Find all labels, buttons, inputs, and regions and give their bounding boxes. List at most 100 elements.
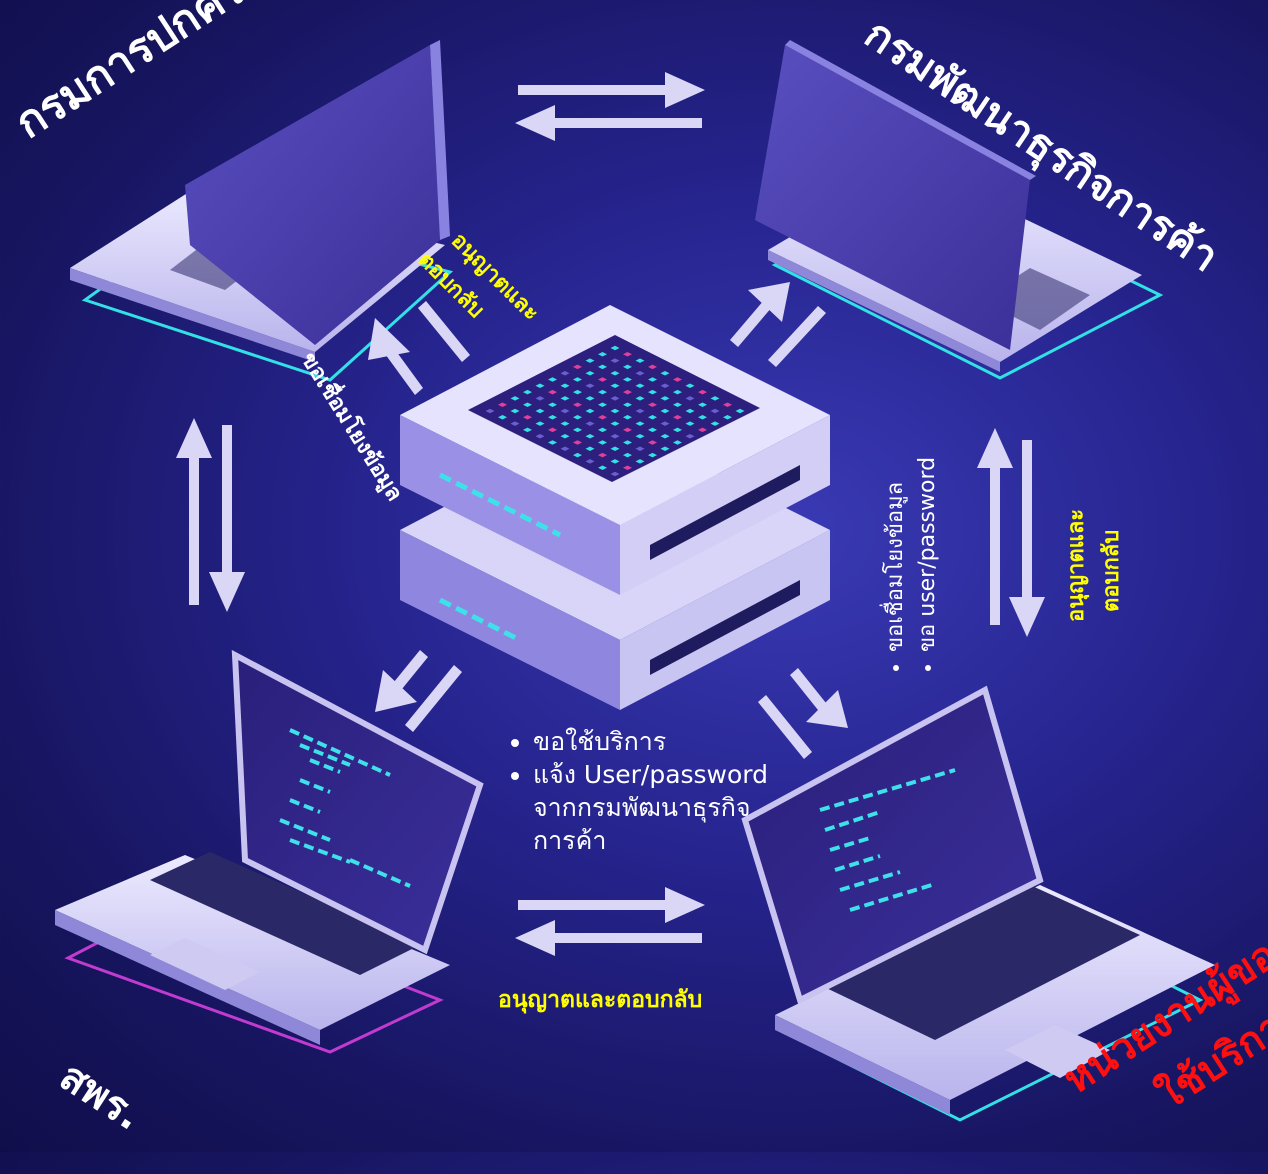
server-led bbox=[510, 396, 520, 401]
right-request-item-2: ขอ user/password bbox=[912, 457, 944, 652]
server-led bbox=[648, 402, 657, 407]
arrows bbox=[176, 72, 1045, 956]
server-led bbox=[573, 389, 582, 395]
arrow-server-to-bottomleft bbox=[375, 650, 428, 712]
server-led bbox=[623, 415, 632, 420]
server-led bbox=[648, 364, 657, 370]
server-led bbox=[710, 408, 720, 414]
server-led bbox=[635, 396, 645, 401]
server-led bbox=[623, 352, 632, 357]
server-led bbox=[698, 389, 707, 395]
server-led bbox=[723, 402, 732, 407]
server-led bbox=[523, 415, 532, 420]
server-stack bbox=[400, 305, 830, 710]
label-right-approve-line2: ตอบกลับ bbox=[1099, 529, 1124, 612]
server-led bbox=[560, 408, 570, 414]
server-led bbox=[485, 408, 495, 414]
server-led bbox=[548, 402, 557, 407]
server-led bbox=[585, 358, 595, 363]
server-led bbox=[610, 345, 620, 351]
server-led bbox=[648, 415, 657, 420]
bottom-request-list: ขอใช้บริการ แจ้ง User/password จากกรมพัฒ… bbox=[495, 725, 775, 857]
server-led bbox=[623, 465, 632, 470]
server-led bbox=[523, 427, 532, 433]
server-led bbox=[610, 421, 620, 426]
server-led bbox=[510, 421, 520, 426]
server-led bbox=[610, 383, 620, 389]
server-led bbox=[573, 427, 582, 433]
arrow-left-up bbox=[176, 418, 212, 605]
server-led bbox=[660, 446, 670, 452]
server-led bbox=[648, 389, 657, 395]
server-led bbox=[573, 402, 582, 407]
server-led bbox=[698, 415, 707, 420]
server-led bbox=[560, 370, 570, 376]
server-led bbox=[635, 459, 645, 464]
server-led bbox=[573, 440, 582, 445]
server-led bbox=[598, 352, 607, 357]
server-led bbox=[610, 446, 620, 452]
server-led bbox=[535, 421, 545, 426]
server-led bbox=[685, 421, 695, 426]
server-led bbox=[598, 415, 607, 420]
server-led bbox=[560, 396, 570, 401]
arrow-topright-to-server bbox=[768, 306, 826, 367]
label-right-approve: อนุญาตและ ตอบกลับ bbox=[1058, 509, 1128, 622]
server-led bbox=[610, 459, 620, 464]
server-led bbox=[648, 427, 657, 433]
server-led bbox=[635, 421, 645, 426]
arrow-server-to-topleft bbox=[368, 318, 423, 395]
server-led bbox=[660, 408, 670, 414]
server-led bbox=[610, 396, 620, 401]
server-led bbox=[598, 427, 607, 433]
server-led bbox=[523, 389, 532, 395]
server-led bbox=[698, 402, 707, 407]
right-request-item-1: ขอเชื่อมโยงข้อมูล bbox=[880, 457, 912, 652]
server-led bbox=[635, 358, 645, 363]
server-led bbox=[535, 383, 545, 389]
arrow-bottom-right bbox=[518, 887, 705, 923]
bottom-request-item-2: แจ้ง User/password จากกรมพัฒนาธุรกิจการค… bbox=[533, 758, 775, 857]
server-led bbox=[573, 452, 582, 458]
server-led bbox=[560, 421, 570, 426]
server-led bbox=[585, 459, 595, 464]
server-led bbox=[560, 433, 570, 439]
server-led bbox=[635, 408, 645, 414]
server-led bbox=[585, 421, 595, 426]
server-led bbox=[660, 396, 670, 401]
server-led bbox=[673, 389, 682, 395]
laptop-bottom-left bbox=[55, 649, 484, 1054]
server-led bbox=[660, 421, 670, 426]
server-led bbox=[610, 471, 620, 477]
server-led bbox=[635, 370, 645, 376]
server-led bbox=[523, 402, 532, 407]
server-led bbox=[673, 440, 682, 445]
server-led bbox=[673, 402, 682, 407]
label-right-approve-line1: อนุญาตและ bbox=[1064, 508, 1089, 622]
server-led bbox=[598, 440, 607, 445]
arrow-right-up bbox=[977, 428, 1013, 625]
server-led bbox=[510, 408, 520, 414]
server-led bbox=[498, 402, 507, 407]
server-led bbox=[585, 408, 595, 414]
server-led bbox=[573, 377, 582, 382]
arrow-bottom-left bbox=[515, 920, 702, 956]
server-led bbox=[635, 383, 645, 389]
server-led bbox=[548, 415, 557, 420]
server-led bbox=[585, 433, 595, 439]
server-led bbox=[573, 415, 582, 420]
server-led bbox=[685, 433, 695, 439]
server-led bbox=[610, 408, 620, 414]
server-led bbox=[635, 433, 645, 439]
server-led bbox=[548, 377, 557, 382]
arrow-topleft-to-server bbox=[418, 301, 470, 362]
server-led bbox=[623, 389, 632, 395]
arrow-bottomright-to-server bbox=[758, 695, 812, 759]
arrow-left-down bbox=[209, 425, 245, 612]
server-led bbox=[635, 446, 645, 452]
server-led bbox=[660, 370, 670, 376]
server-led bbox=[548, 427, 557, 433]
server-led bbox=[660, 383, 670, 389]
laptop-top-right bbox=[755, 40, 1164, 380]
server-led bbox=[623, 427, 632, 433]
